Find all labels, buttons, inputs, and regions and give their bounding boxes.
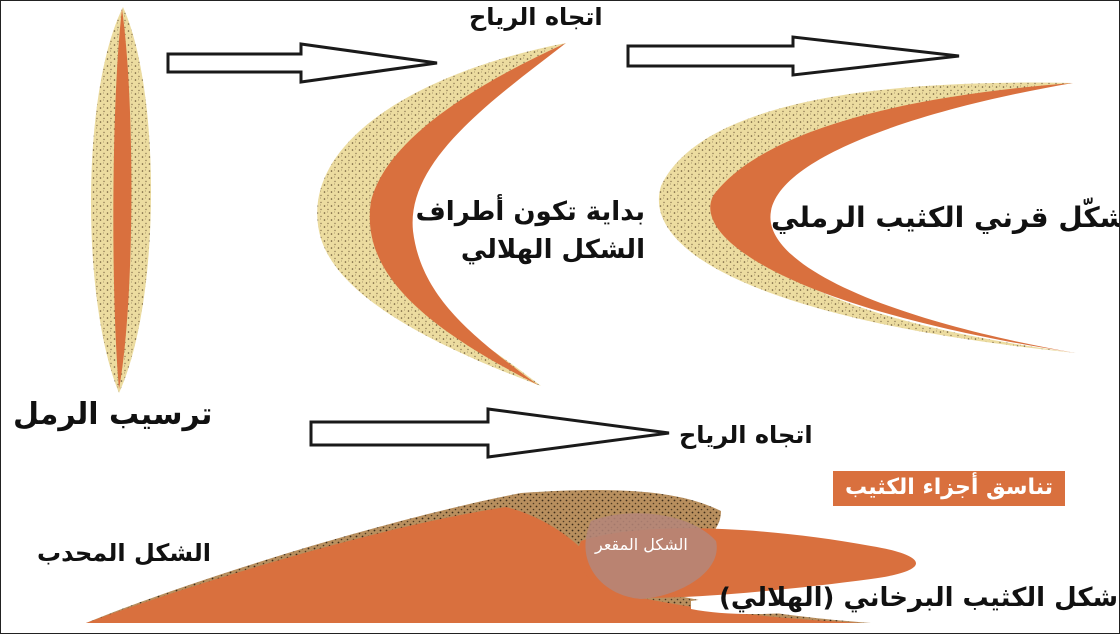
crescent-tips-start-label: بداية تكون أطراف الشكل الهلالي [405, 193, 645, 269]
barchan-dune-shape-label: شكل الكثيب البرخاني (الهلالي) [719, 583, 1118, 613]
wind-direction-label-bottom: اتجاه الرياح [679, 421, 813, 449]
sand-deposition-shape [91, 7, 151, 393]
wind-direction-label-top: اتجاه الرياح [469, 3, 603, 31]
wind-arrow-2 [628, 37, 959, 75]
dune-parts-harmony-badge: تناسق أجزاء الكثيب [833, 471, 1065, 506]
dune-horns-formation-label: تشكّل قرني الكثيب الرملي [771, 201, 1120, 234]
wind-arrow-3 [311, 409, 669, 457]
sand-deposition-label: ترسيب الرمل [13, 397, 212, 432]
wind-arrow-1 [168, 44, 437, 82]
convex-shape-label: الشكل المحدب [37, 539, 211, 567]
concave-shape-label: الشكل المقعر [595, 535, 688, 554]
